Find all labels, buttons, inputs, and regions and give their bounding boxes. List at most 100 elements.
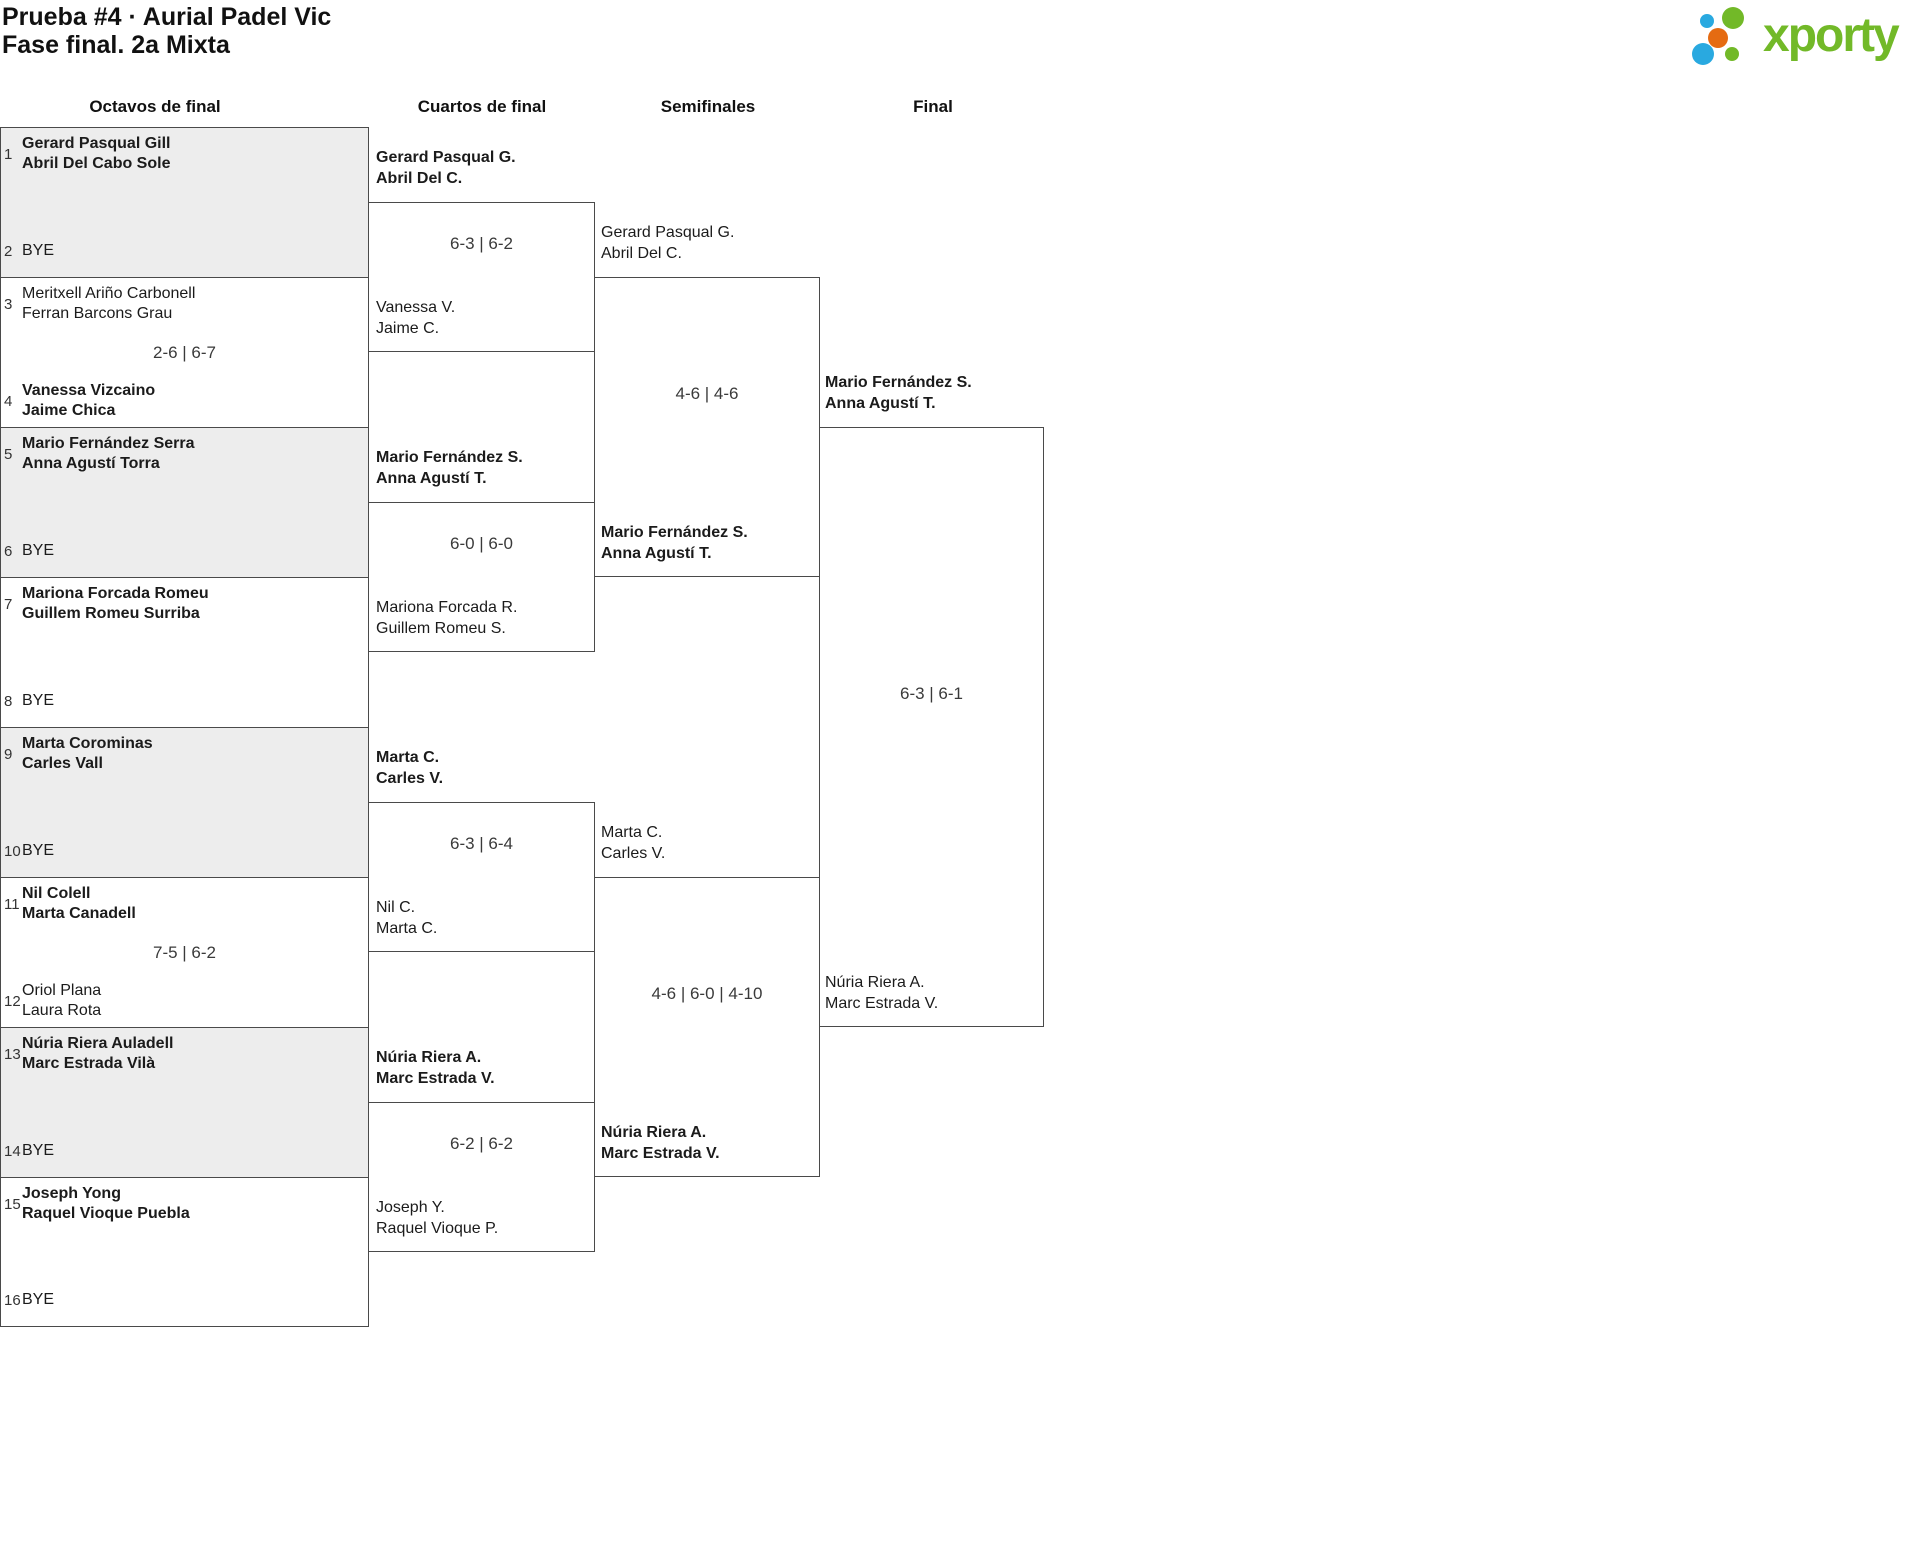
logo-dot-icon <box>1722 7 1744 29</box>
seed-number: 9 <box>4 745 13 763</box>
team-label-qf: Gerard Pasqual G. Abril Del C. <box>376 147 594 189</box>
player-name: Abril Del C. <box>601 245 682 262</box>
team-label-final-winner: Mario Fernández S.Anna Agustí T. <box>825 372 1043 414</box>
logo-dot-icon <box>1700 14 1714 28</box>
round-header-final: Final <box>913 97 953 116</box>
team-slot-16: 16 BYE <box>4 1280 364 1320</box>
player-name: Gerard Pasqual Gill <box>22 135 171 152</box>
match-score: 4-6 | 4-6 <box>675 384 739 403</box>
player-name: Mario Fernández S. <box>376 449 523 466</box>
seed-number: 4 <box>4 392 13 410</box>
player-name: Laura Rota <box>22 1002 102 1019</box>
seed-number: 15 <box>4 1195 21 1213</box>
team-slot-2: 2 BYE <box>4 231 364 271</box>
bye-label: BYE <box>22 1291 55 1308</box>
player-name: Núria Riera A. <box>376 1049 482 1066</box>
player-name: Meritxell Ariño Carbonell <box>22 285 196 302</box>
tournament-name: Prueba #4 · Aurial Padel Vic <box>2 3 332 31</box>
player-name: Carles Vall <box>22 755 103 772</box>
match-score: 6-0 | 6-0 <box>449 534 513 553</box>
player-name: Gerard Pasqual G. <box>376 149 516 166</box>
player-name: Mario Fernández Serra <box>22 435 195 452</box>
seed-number: 11 <box>4 895 20 913</box>
logo-dot-icon <box>1725 47 1739 61</box>
round-header-cuartos: Cuartos de final <box>417 97 547 116</box>
seed-number: 12 <box>4 992 21 1010</box>
player-name: Joseph Yong <box>22 1185 121 1202</box>
seed-number: 2 <box>4 242 13 260</box>
bye-label: BYE <box>22 842 55 859</box>
match-box-qf-2: 6-0 | 6-0 <box>368 502 595 652</box>
player-name: Núria Riera A. <box>825 974 925 991</box>
player-name: Jaime C. <box>376 320 440 337</box>
player-name: Mariona Forcada R. <box>376 599 518 616</box>
match-score: 6-2 | 6-2 <box>449 1134 513 1153</box>
player-name: Oriol Plana <box>22 982 102 999</box>
match-score: 6-3 | 6-4 <box>449 834 513 853</box>
player-name: Vanessa Vizcaino <box>22 382 156 399</box>
player-name: Nil Colell <box>22 885 91 902</box>
logo-dot-icon <box>1708 28 1728 48</box>
bye-label: BYE <box>22 692 55 709</box>
player-name: Ferran Barcons Grau <box>22 305 173 322</box>
seed-number: 14 <box>4 1142 21 1160</box>
player-name: Marta Canadell <box>22 905 136 922</box>
player-name: Abril Del Cabo Sole <box>22 155 171 172</box>
player-name: Joseph Y. <box>376 1199 445 1216</box>
bye-label: BYE <box>22 1142 55 1159</box>
player-name: Anna Agustí T. <box>376 470 487 487</box>
match-box-sf-2: 4-6 | 6-0 | 4-10 <box>594 877 820 1177</box>
player-name: Nil C. <box>376 899 416 916</box>
player-name: Marta C. <box>376 749 440 766</box>
player-name: Abril Del C. <box>376 170 463 187</box>
team-slot-10: 10 BYE <box>4 831 364 871</box>
match-box-final: 6-3 | 6-1 <box>819 427 1044 1027</box>
logo-wordmark: xporty <box>1763 9 1900 62</box>
team-label-sf: Gerard Pasqual G. Abril Del C. <box>601 222 819 264</box>
player-name: Raquel Vioque P. <box>376 1220 499 1237</box>
player-name: Jaime Chica <box>22 402 116 419</box>
player-name: Núria Riera Auladell <box>22 1035 174 1052</box>
round-header-semifinales: Semifinales <box>660 97 756 116</box>
player-name: Marta C. <box>376 920 438 937</box>
player-name: Mario Fernández S. <box>825 374 972 391</box>
match-score: 6-3 | 6-1 <box>899 684 963 703</box>
match-score: 2-6 | 6-7 <box>152 343 216 362</box>
team-label-qf: Vanessa V.Jaime C. <box>376 297 594 339</box>
seed-number: 5 <box>4 445 13 463</box>
player-name: Anna Agustí T. <box>601 545 712 562</box>
team-label-sf: Marta C.Carles V. <box>601 822 819 864</box>
match-score: 7-5 | 6-2 <box>152 943 216 962</box>
player-name: Marc Estrada V. <box>601 1145 720 1162</box>
match-score: 4-6 | 6-0 | 4-10 <box>651 984 763 1003</box>
team-label-sf: Núria Riera A. Marc Estrada V. <box>601 1122 819 1164</box>
match-score: 6-3 | 6-2 <box>449 234 513 253</box>
team-label-qf: Mario Fernández S. Anna Agustí T. <box>376 447 594 489</box>
team-label-qf: Marta C. Carles V. <box>376 747 594 789</box>
player-name: Núria Riera A. <box>601 1124 707 1141</box>
match-box-qf-4: 6-2 | 6-2 <box>368 1102 595 1252</box>
player-name: Marc Estrada Vilà <box>22 1055 156 1072</box>
player-name: Raquel Vioque Puebla <box>22 1205 190 1222</box>
player-name: Guillem Romeu S. <box>376 620 506 637</box>
player-name: Gerard Pasqual G. <box>601 224 735 241</box>
player-name: Carles V. <box>376 770 444 787</box>
player-name: Carles V. <box>601 845 666 862</box>
seed-number: 3 <box>4 295 13 313</box>
seed-number: 1 <box>4 145 13 163</box>
round-header-octavos: Octavos de final <box>89 97 221 116</box>
